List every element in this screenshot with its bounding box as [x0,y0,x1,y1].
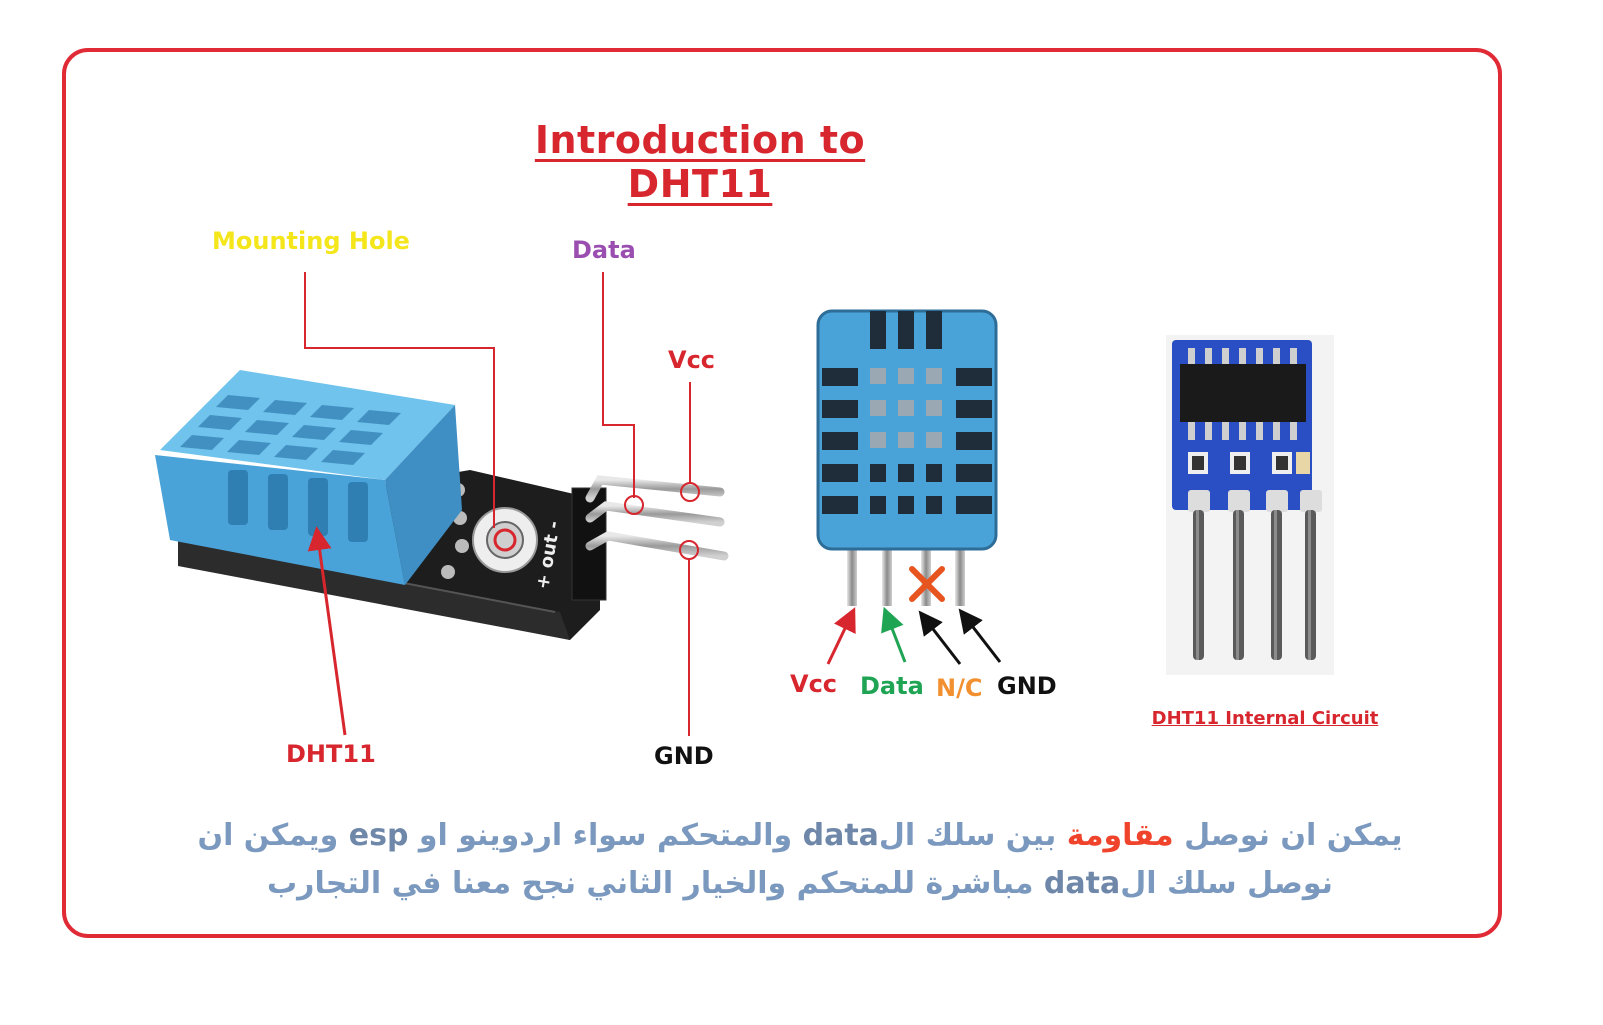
internal-circuit-photo [1166,335,1334,675]
pinout-gnd-label: GND [997,672,1057,700]
arabic-text: والمتحكم سواء اردوينو او [418,818,793,853]
pinout-data-label: Data [860,672,924,700]
pin-bottom [585,531,729,561]
arabic-data-word: data [1043,866,1121,901]
dht11-label: DHT11 [286,740,376,768]
data-arrow [881,606,907,663]
pinout-vcc-label: Vcc [790,670,838,698]
arabic-highlight-resistor: مقاومة [1066,818,1174,853]
arabic-esp-word: esp [348,818,409,853]
gnd-pin-label: GND [654,742,714,770]
mounting-hole-leader [304,272,495,528]
arabic-data-word: data [802,818,879,853]
vcc-arrow [826,607,856,665]
data-pin-label: Data [572,236,636,264]
arabic-text: يمكن ان نوصل [1184,818,1403,853]
dht11-module: + out - [155,272,729,736]
pin-middle [585,501,725,527]
arabic-line-1: يمكن ان نوصل مقاومة بين سلك الdata والمت… [120,818,1480,853]
gnd-arrow [958,608,1002,663]
arabic-text: نوصل سلك ال [1120,866,1333,901]
pin-top [585,475,725,503]
arabic-line-2: نوصل سلك الdata مباشرة للمتحكم والخيار ا… [120,866,1480,901]
nc-arrow [918,610,962,665]
nc-x-icon [909,566,945,602]
mounting-hole-label: Mounting Hole [212,227,410,255]
vcc-pin-label: Vcc [668,346,716,374]
pinout-nc-label: N/C [936,674,983,702]
arabic-text: مباشرة للمتحكم والخيار الثاني نجح معنا ف… [267,866,1034,901]
border-frame [62,48,1502,938]
arabic-text: بين سلك ال [878,818,1057,853]
sensor-shell-side [385,405,462,585]
dht11-pinout [816,309,1002,665]
arabic-text: ويمكن ان [197,818,339,853]
ic-chip [1180,364,1306,422]
page-title: Introduction to DHT11 [534,118,866,206]
data-leader [602,272,635,498]
internal-circuit-caption: DHT11 Internal Circuit [1151,708,1379,729]
dht11-arrow [307,526,347,736]
